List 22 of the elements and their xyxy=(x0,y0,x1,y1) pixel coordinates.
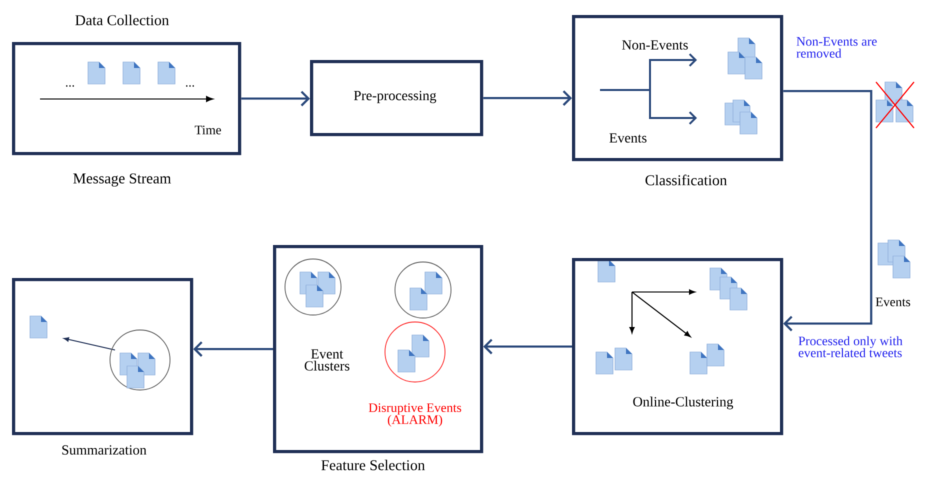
step-label: Events xyxy=(609,133,646,143)
step-label: Online-Clustering xyxy=(633,396,734,410)
step-label: Event Clusters xyxy=(304,349,350,371)
note-label: Processed only with event-related tweets xyxy=(798,336,903,358)
arrow xyxy=(483,338,572,354)
note-label: Non-Events are removed xyxy=(796,37,877,58)
step-caption: Feature Selection xyxy=(321,460,425,470)
note-label: ... xyxy=(186,85,194,87)
step-label: Disruptive Events (ALARM) xyxy=(368,403,462,427)
step-label: Time xyxy=(194,126,221,134)
arrow xyxy=(483,90,572,106)
step-label: Data Collection xyxy=(75,14,169,26)
arrow xyxy=(193,341,273,357)
arrow xyxy=(783,90,872,332)
step-caption: Classification xyxy=(646,174,727,186)
note-label: ... xyxy=(66,85,74,87)
step-label: Pre-processing xyxy=(354,90,436,104)
step-caption: Summarization xyxy=(62,445,146,455)
step-label: Non-Events xyxy=(622,40,688,50)
arrow xyxy=(241,90,310,106)
note-label: Events xyxy=(876,298,910,306)
step-caption: Message Stream xyxy=(73,173,171,187)
